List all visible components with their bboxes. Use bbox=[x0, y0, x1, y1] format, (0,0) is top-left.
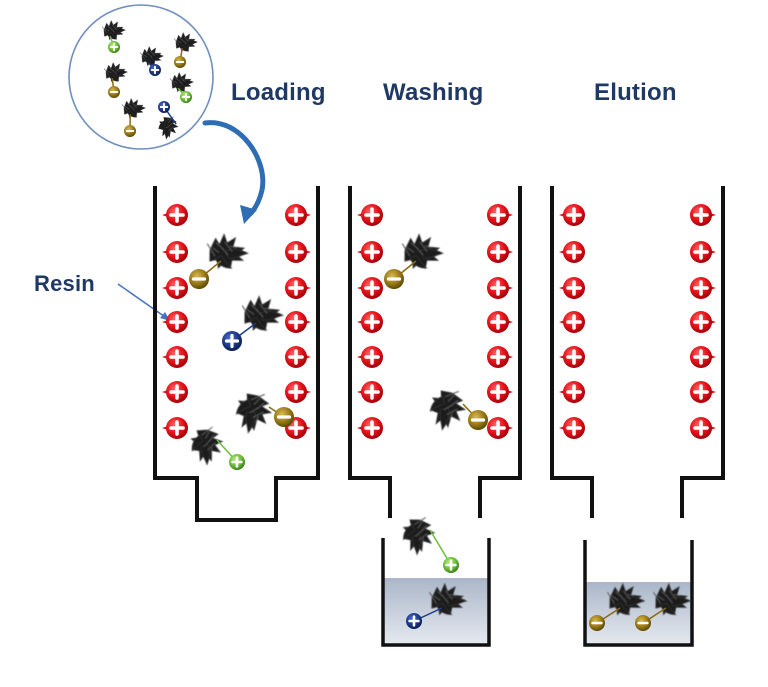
charged-molecule-negative bbox=[429, 390, 488, 431]
protein-icon bbox=[607, 582, 646, 616]
column-washing bbox=[348, 186, 522, 518]
protein-icon bbox=[402, 517, 436, 556]
charged-molecule-negative bbox=[189, 233, 250, 289]
column-wall-right bbox=[680, 186, 725, 518]
protein-icon bbox=[190, 426, 224, 466]
resin-bead-positive bbox=[487, 417, 513, 439]
resin-bead-positive bbox=[487, 311, 513, 333]
charged-molecule-green bbox=[190, 426, 245, 470]
resin-bead-positive bbox=[559, 381, 585, 403]
resin-bead-positive bbox=[285, 311, 311, 333]
protein-icon bbox=[103, 61, 129, 83]
charged-molecule-negative bbox=[384, 233, 445, 289]
resin-bead-positive bbox=[559, 241, 585, 263]
resin-bead-positive bbox=[162, 241, 188, 263]
resin-bead-positive bbox=[357, 204, 383, 226]
resin-bead-positive bbox=[357, 241, 383, 263]
resin-bead-positive bbox=[487, 346, 513, 368]
resin-pointer-arrow-icon bbox=[117, 283, 170, 321]
resin-bead-positive bbox=[559, 311, 585, 333]
step-label-washing: Washing bbox=[383, 79, 484, 106]
column-loading bbox=[153, 186, 320, 522]
charged-molecule-negative bbox=[173, 31, 199, 68]
resin-bead-positive bbox=[285, 381, 311, 403]
protein-icon bbox=[429, 582, 468, 616]
washing-collection-cup bbox=[381, 517, 491, 647]
step-label-elution: Elution bbox=[594, 79, 677, 106]
protein-icon bbox=[235, 393, 273, 434]
resin-bead-positive bbox=[162, 277, 188, 299]
charged-molecule-green bbox=[169, 71, 195, 103]
resin-bead-positive bbox=[559, 204, 585, 226]
protein-icon bbox=[206, 233, 250, 270]
sample-circle-outline bbox=[68, 4, 214, 150]
charged-molecule-green bbox=[101, 19, 127, 53]
charged-molecule-negative bbox=[103, 61, 129, 98]
column-wall bbox=[153, 186, 320, 522]
resin-bead-positive bbox=[162, 204, 188, 226]
protein-icon bbox=[401, 233, 445, 270]
load-arrow-icon bbox=[202, 120, 266, 224]
columns bbox=[153, 186, 725, 647]
charged-molecule-blue bbox=[222, 295, 285, 351]
column-elution bbox=[550, 186, 725, 518]
protein-icon bbox=[169, 71, 195, 93]
resin-bead-positive bbox=[487, 381, 513, 403]
resin-bead-positive bbox=[285, 204, 311, 226]
resin-bead-positive bbox=[690, 277, 716, 299]
cup-wall bbox=[381, 538, 491, 647]
resin-bead-positive bbox=[357, 346, 383, 368]
protein-icon bbox=[121, 97, 147, 119]
charged-molecule-negative bbox=[589, 582, 646, 631]
resin-bead-positive bbox=[559, 346, 585, 368]
resin-bead-positive bbox=[162, 381, 188, 403]
column-wall-right bbox=[478, 186, 522, 518]
protein-icon bbox=[158, 116, 179, 140]
resin-bead-positive bbox=[357, 311, 383, 333]
resin-bead-positive bbox=[357, 277, 383, 299]
resin-bead-positive bbox=[162, 417, 188, 439]
cup-wall bbox=[583, 540, 694, 647]
elution-collection-cup bbox=[583, 540, 694, 647]
resin-bead-positive bbox=[357, 417, 383, 439]
resin-bead-positive bbox=[285, 277, 311, 299]
resin-bead-positive bbox=[487, 204, 513, 226]
resin-bead-positive bbox=[487, 277, 513, 299]
resin-bead-positive bbox=[559, 417, 585, 439]
charged-molecule-blue bbox=[158, 101, 179, 140]
resin-bead-positive bbox=[690, 346, 716, 368]
resin-bead-positive bbox=[690, 311, 716, 333]
resin-bead-positive bbox=[690, 417, 716, 439]
resin-bead-positive bbox=[162, 311, 188, 333]
resin-bead-positive bbox=[487, 241, 513, 263]
charged-molecule-negative bbox=[235, 393, 294, 434]
resin-label: Resin bbox=[34, 271, 95, 296]
resin-bead-positive bbox=[690, 241, 716, 263]
protein-icon bbox=[101, 19, 127, 41]
resin-bead-positive bbox=[285, 346, 311, 368]
resin-bead-positive bbox=[162, 346, 188, 368]
sample-molecules bbox=[101, 19, 199, 140]
charged-molecule-negative bbox=[121, 97, 147, 137]
resin-bead-positive bbox=[690, 381, 716, 403]
charged-molecule-blue bbox=[406, 582, 468, 629]
resin-bead-positive bbox=[559, 277, 585, 299]
protein-icon bbox=[429, 390, 467, 431]
protein-icon bbox=[653, 582, 692, 616]
charged-molecule-green bbox=[402, 517, 459, 573]
charged-molecule-blue bbox=[139, 45, 165, 76]
column-wall-left bbox=[550, 186, 594, 518]
column-wall-left bbox=[348, 186, 392, 518]
charged-molecule-negative bbox=[635, 582, 692, 631]
step-label-loading: Loading bbox=[231, 79, 326, 106]
resin-bead-positive bbox=[357, 381, 383, 403]
resin-bead-positive bbox=[285, 241, 311, 263]
protein-icon bbox=[241, 295, 285, 332]
sample-mixture-circle bbox=[68, 4, 214, 150]
resin-bead-positive bbox=[690, 204, 716, 226]
protein-icon bbox=[139, 45, 165, 67]
